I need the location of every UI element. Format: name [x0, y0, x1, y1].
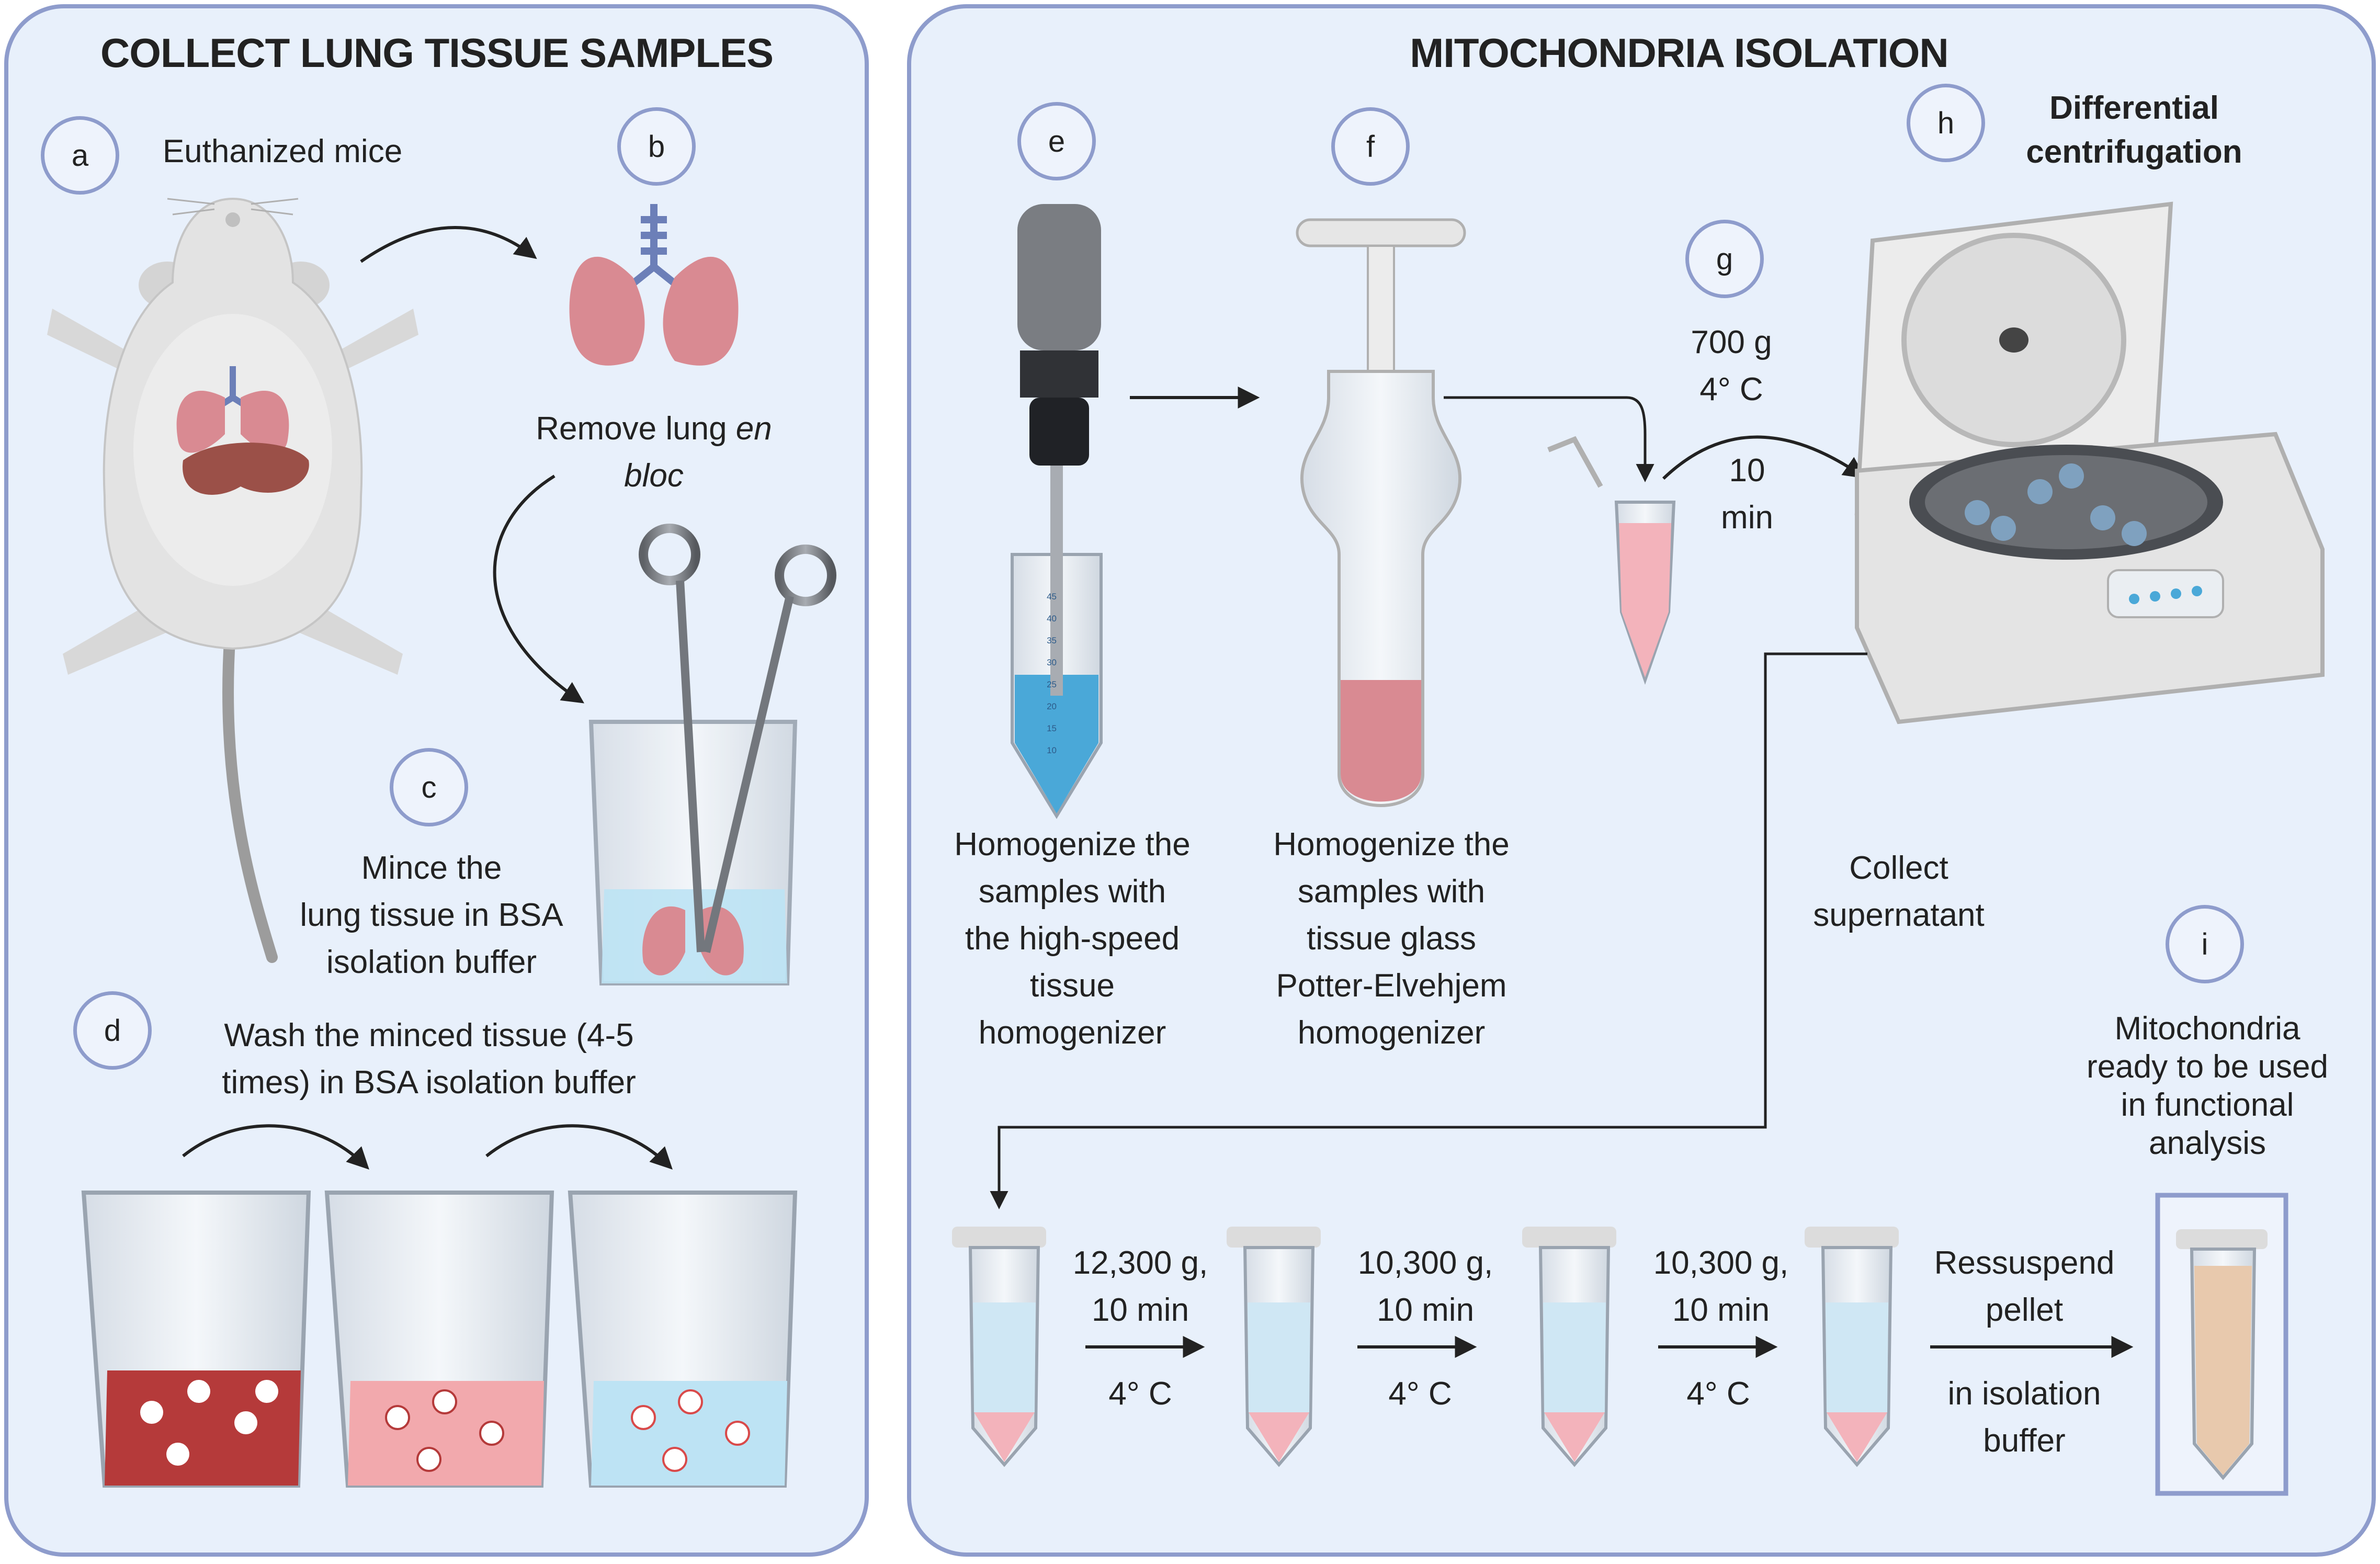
step-b-badge: b	[617, 107, 696, 186]
step-f-label-line-4: Potter-Elvehjem	[1276, 967, 1507, 1004]
step-c-label-line-2: lung tissue in BSA	[300, 897, 563, 933]
collect-supernatant-line-1: Collect	[1849, 850, 1948, 886]
step-d-label-line-2: times) in BSA isolation buffer	[222, 1064, 636, 1101]
step-g-label-line-1: 700 g	[1691, 324, 1772, 360]
tube-2	[1227, 1227, 1321, 1467]
spin-1-force-line-1: 12,300 g,	[1072, 1245, 1208, 1281]
step-h-label-line-1: Differential	[2049, 90, 2219, 126]
step-h-badge: h	[1907, 84, 1985, 162]
resuspend-top-line-2: pellet	[1985, 1291, 2064, 1328]
tube-scale-45: 45	[1047, 592, 1057, 602]
step-e-label-line-5: homogenizer	[978, 1014, 1166, 1051]
step-c-label: Mince the lung tissue in BSA isolation b…	[262, 845, 602, 986]
resuspend-bottom-line-2: buffer	[1983, 1422, 2066, 1459]
spin-3-force: 10,300 g, 10 min	[1637, 1240, 1805, 1334]
resuspend-top-line-1: Ressuspend	[1934, 1245, 2115, 1281]
step-e-label-line-1: Homogenize the	[954, 826, 1191, 863]
f-to-g-arrow	[1444, 396, 1654, 482]
right-panel-title: MITOCHONDRIA ISOLATION	[1410, 30, 1949, 76]
tube-scale: 45 40 35 30 25 20 15 10	[1020, 586, 1057, 762]
spin-1-force: 12,300 g, 10 min	[1057, 1240, 1224, 1334]
step-e-label: Homogenize the samples with the high-spe…	[931, 821, 1214, 1056]
spin-2-temp: 4° C	[1388, 1376, 1452, 1412]
collect-supernatant-line	[990, 652, 1867, 1209]
tube-scale-25: 25	[1047, 679, 1057, 689]
high-speed-homogenizer	[1011, 204, 1103, 819]
wash-beaker-2	[324, 1191, 554, 1488]
tube-scale-10: 10	[1047, 745, 1057, 755]
step-b-label-italic: en bloc	[624, 411, 772, 494]
step-e-label-line-4: tissue	[1030, 967, 1115, 1004]
step-e-badge: e	[1017, 102, 1096, 180]
step-i-label-line-1: Mitochondria	[2114, 1011, 2300, 1047]
step-g-label: 700 g 4° C	[1653, 319, 1810, 413]
tube-scale-40: 40	[1047, 614, 1057, 624]
small-tube-g	[1547, 436, 1676, 685]
step-i-label-line-4: analysis	[2149, 1125, 2266, 1162]
spin-2-force-line-2: 10 min	[1376, 1291, 1475, 1328]
step-i-label-line-3: in functional	[2121, 1087, 2294, 1124]
step-g-time: 10 min	[1669, 447, 1826, 541]
step-f-badge: f	[1331, 107, 1410, 186]
spin-2-force-line-1: 10,300 g,	[1357, 1245, 1493, 1281]
resuspend-bottom: in isolation buffer	[1914, 1370, 2134, 1465]
tube-scale-35: 35	[1047, 636, 1057, 645]
step-g-time-line-2: min	[1721, 499, 1773, 536]
spin-1-force-line-2: 10 min	[1091, 1291, 1189, 1328]
tube-1	[952, 1227, 1046, 1467]
wash-arrow-2	[485, 1124, 673, 1170]
step-e-label-line-3: the high-speed	[965, 920, 1180, 957]
beaker-with-forceps	[588, 524, 836, 985]
spin-3-force-line-1: 10,300 g,	[1653, 1245, 1789, 1281]
resuspend-bottom-line-1: in isolation	[1947, 1376, 2101, 1412]
step-c-badge: c	[390, 748, 468, 826]
step-d-badge: d	[73, 991, 152, 1070]
step-a-badge: a	[41, 116, 119, 195]
g-to-h-arrow	[1662, 435, 1866, 480]
tube-4	[1805, 1227, 1899, 1467]
step-b-label: Remove lung en bloc	[507, 405, 800, 500]
step-e-label-line-2: samples with	[978, 873, 1166, 910]
step-f-label-line-3: tissue glass	[1307, 920, 1476, 957]
mouse-illustration	[47, 197, 418, 963]
step-f-label-line-1: Homogenize the	[1273, 826, 1510, 863]
final-tube	[2176, 1229, 2268, 1480]
step-h-label: Differential centrifugation	[1998, 86, 2270, 174]
left-panel-title: COLLECT LUNG TISSUE SAMPLES	[100, 30, 774, 76]
step-i-badge: i	[2166, 905, 2244, 983]
step-c-label-line-1: Mince the	[361, 850, 502, 886]
step-g-badge: g	[1685, 220, 1764, 298]
centrifuge	[1854, 201, 2325, 724]
collect-supernatant-label: Collect supernatant	[1778, 845, 2019, 939]
step-f-label-line-5: homogenizer	[1297, 1014, 1486, 1051]
collect-supernatant-line-2: supernatant	[1813, 897, 1985, 933]
step-g-time-line-1: 10	[1729, 452, 1765, 489]
lung-illustration	[569, 204, 739, 366]
step-d-label-line-1: Wash the minced tissue (4-5	[224, 1017, 634, 1053]
tube-scale-15: 15	[1047, 723, 1057, 733]
step-f-label: Homogenize the samples with tissue glass…	[1245, 821, 1538, 1056]
potter-elvehjem-homogenizer	[1296, 218, 1466, 807]
tube-scale-30: 30	[1047, 658, 1057, 667]
step-f-label-line-2: samples with	[1297, 873, 1486, 910]
step-h-label-line-2: centrifugation	[2026, 133, 2242, 170]
step-g-label-line-2: 4° C	[1699, 371, 1763, 407]
spin-1-temp: 4° C	[1108, 1376, 1172, 1412]
tube-3	[1522, 1227, 1616, 1467]
spin-3-force-line-2: 10 min	[1672, 1291, 1770, 1328]
spin-2-force: 10,300 g, 10 min	[1342, 1240, 1509, 1334]
wash-beaker-1	[81, 1191, 311, 1488]
resuspend-top: Ressuspend pellet	[1914, 1240, 2134, 1334]
step-c-label-line-3: isolation buffer	[326, 944, 537, 980]
wash-arrow-1	[182, 1124, 369, 1170]
wash-beaker-3	[568, 1191, 798, 1488]
tube-scale-20: 20	[1047, 701, 1057, 711]
step-d-label: Wash the minced tissue (4-5 times) in BS…	[183, 1012, 675, 1106]
spin-3-temp: 4° C	[1686, 1376, 1750, 1412]
step-b-label-main: Remove lung	[536, 411, 727, 447]
step-i-label-line-2: ready to be used	[2087, 1049, 2328, 1085]
step-a-label: Euthanized mice	[162, 133, 403, 169]
step-i-label: Mitochondria ready to be used in functio…	[2056, 1010, 2359, 1163]
